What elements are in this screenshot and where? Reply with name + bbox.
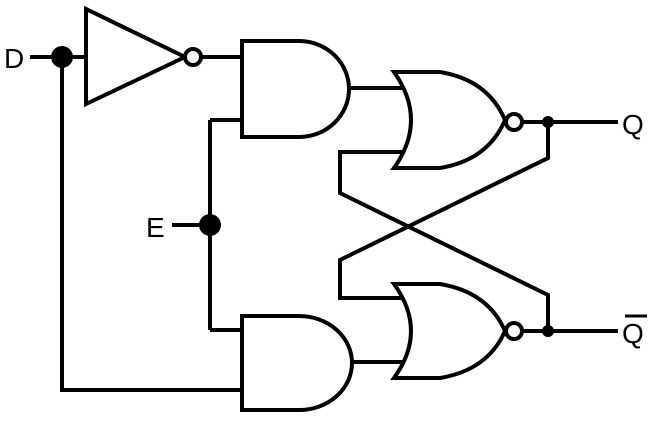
nor-gate-upper-output-bubble	[504, 112, 524, 132]
wire-feedback-qbar-to-upper-nor	[338, 150, 550, 331]
junction-dot-d	[51, 46, 73, 68]
input-label-d: D	[4, 43, 24, 74]
wire-feedback-q-to-lower-nor	[338, 122, 550, 300]
output-label-q-bar-text: Q	[622, 318, 644, 349]
nor-gate-upper	[390, 70, 508, 170]
junction-dot-e	[199, 214, 221, 236]
output-label-q-bar: Q	[622, 314, 647, 349]
nor-gate-lower	[390, 282, 508, 380]
and-gate-upper	[240, 39, 351, 139]
junction-dot-qbar	[542, 325, 554, 337]
output-label-q: Q	[622, 109, 644, 140]
nor-gate-lower-output-bubble	[504, 321, 524, 341]
not-gate-output-bubble	[183, 47, 203, 67]
junction-dot-q	[542, 116, 554, 128]
not-gate	[84, 5, 190, 108]
wire-d-to-lower-and	[60, 57, 242, 392]
input-label-e: E	[146, 212, 165, 243]
and-gate-lower	[240, 314, 354, 412]
